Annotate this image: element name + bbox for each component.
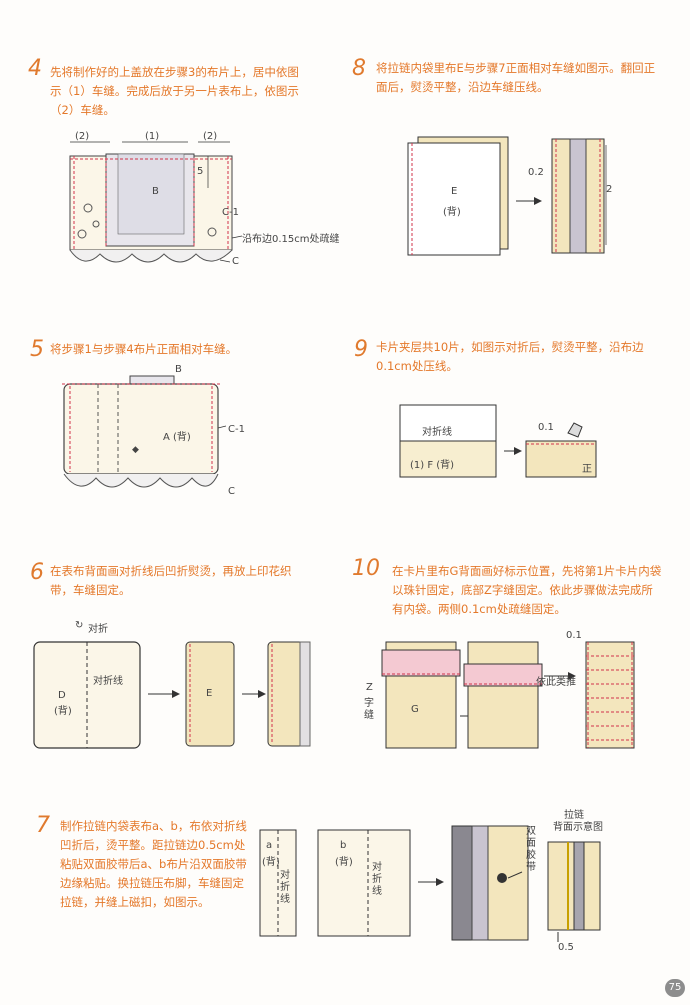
label-foldline: 对折线 [422, 427, 452, 438]
step-number: 4 [28, 56, 42, 81]
label-note: 沿布边0.15cm处疏缝 [242, 234, 340, 245]
label-f: (1) F (背) [410, 460, 455, 471]
step-number: 9 [354, 337, 368, 362]
label-5: 5 [197, 166, 204, 177]
label-a-back: (背) [262, 857, 280, 868]
label-b: B [175, 364, 182, 375]
label-2-left: (2) [75, 131, 90, 142]
label-b-back: (背) [335, 857, 353, 868]
step-instruction: 在卡片里布G背面画好标示位置，先将第1片卡片内袋以珠针固定，底部Z字缝固定。依此… [392, 564, 662, 616]
label-half: 0.5 [558, 942, 574, 953]
label-zi: 字 [364, 698, 374, 709]
step-number: 10 [352, 556, 380, 581]
label-b-foldline: 对折线 [372, 862, 382, 897]
step-number: 6 [30, 560, 44, 585]
label-fold: 对折 [88, 624, 108, 635]
step-5-illustration: ◆ [62, 375, 227, 488]
label-tape: 双面胶带 [526, 826, 536, 873]
label-c: C [232, 256, 239, 267]
step-instruction: 在表布背面画对折线后凹折熨烫，再放上印花织带，车缝固定。 [50, 564, 292, 597]
page-number: 75 [665, 979, 685, 997]
label-back: (背) [54, 706, 72, 717]
label-a: a [266, 840, 273, 851]
step-8-illustration [407, 136, 607, 256]
label-foldline: 对折线 [93, 676, 123, 687]
label-0-1: 0.1 [566, 630, 582, 641]
label-a: A (背) [163, 432, 191, 443]
label-a-foldline: 对折线 [280, 870, 290, 905]
step-instruction: 将步骤1与步骤4布片正面相对车缝。 [50, 342, 238, 356]
label-repeat: 依此类推 [536, 677, 576, 688]
step-4-illustration [69, 141, 243, 263]
label-2: 2 [606, 184, 613, 195]
step-instruction: 卡片夹层共10片，如图示对折后，熨烫平整，沿布边0.1cm处压线。 [376, 340, 644, 373]
label-e: E [451, 186, 458, 197]
svg-text:◆: ◆ [132, 445, 139, 455]
label-front: 正 [582, 464, 592, 475]
label-c1: C-1 [228, 424, 245, 435]
step-instruction: 制作拉链内袋表布a、b，布依对折线凹折后，烫平整。距拉链边0.5cm处粘贴双面胶… [60, 819, 247, 909]
step-6-illustration [33, 641, 311, 749]
step-number: 7 [36, 813, 50, 838]
step-instruction: 将拉链内袋里布E与步骤7正面相对车缝如图示。翻回正面后，熨烫平整，沿边车缝压线。 [376, 61, 656, 94]
step-9-illustration [399, 404, 597, 478]
step-number: 8 [352, 56, 366, 81]
label-back: (背) [443, 207, 461, 218]
label-2-right: (2) [203, 131, 218, 142]
fold-arrow-icon: ↻ [75, 620, 84, 631]
label-0-1: 0.1 [538, 422, 554, 433]
label-z: Z [366, 682, 373, 693]
label-b: b [340, 840, 347, 851]
label-c: C [228, 486, 235, 497]
label-c1: C-1 [222, 207, 239, 218]
label-0-2: 0.2 [528, 167, 544, 178]
step-7-illustration [259, 825, 601, 942]
label-d: D [58, 690, 66, 701]
step-10-illustration [381, 641, 635, 749]
label-e: E [206, 688, 213, 699]
label-zipper: 拉链 [564, 810, 584, 821]
label-zipper-back: 背面示意图 [553, 822, 603, 833]
step-number: 5 [30, 337, 44, 362]
step-instruction: 先将制作好的上盖放在步骤3的布片上，居中依图示（1）车缝。完成后放于另一片表布上… [50, 65, 299, 117]
label-1: (1) [145, 131, 160, 142]
label-g: G [411, 704, 419, 715]
label-b: B [152, 186, 159, 197]
label-feng: 缝 [364, 710, 374, 721]
